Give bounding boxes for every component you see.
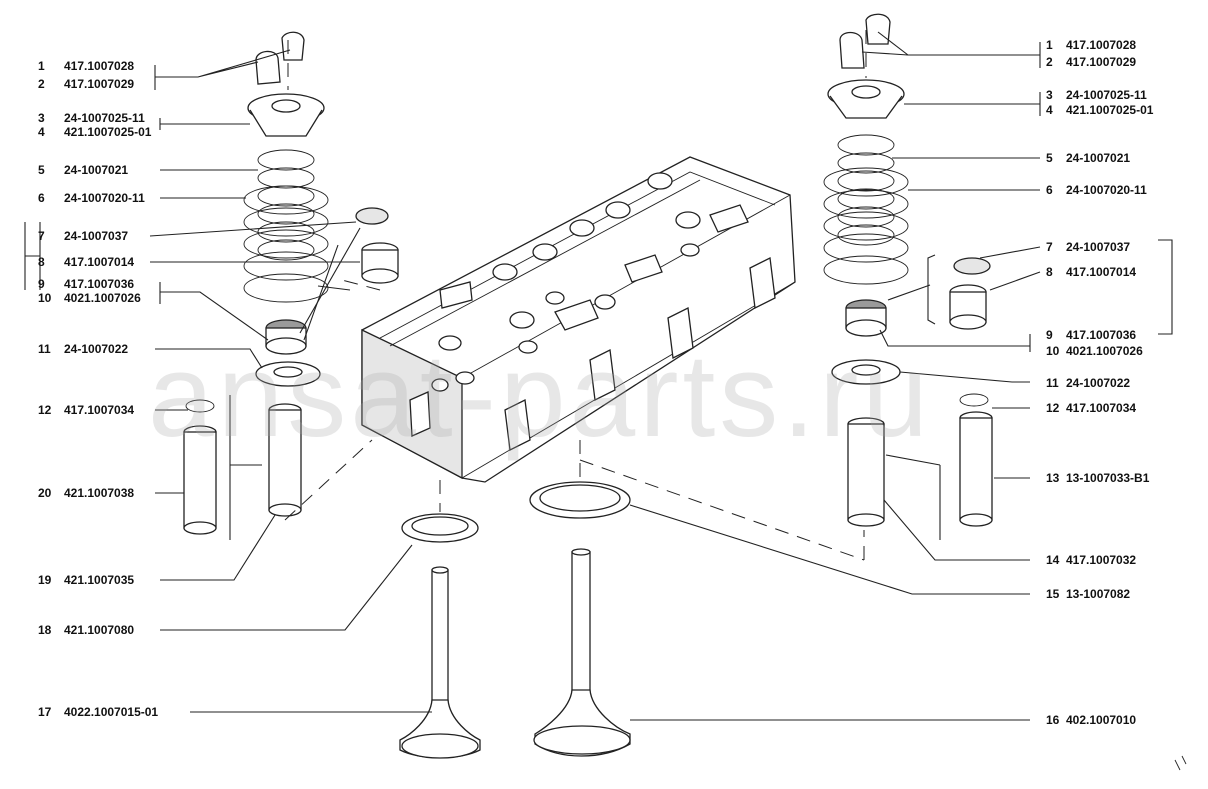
left-leader-lines — [24, 49, 432, 713]
right-valve-assembly — [823, 13, 993, 527]
valves-and-seats — [399, 481, 631, 759]
cylinder-head — [361, 156, 796, 483]
assembly-axis-lines — [284, 30, 867, 561]
right-leader-lines — [629, 31, 1173, 721]
left-valve-assembly — [183, 31, 399, 535]
scan-mark — [1174, 755, 1187, 771]
